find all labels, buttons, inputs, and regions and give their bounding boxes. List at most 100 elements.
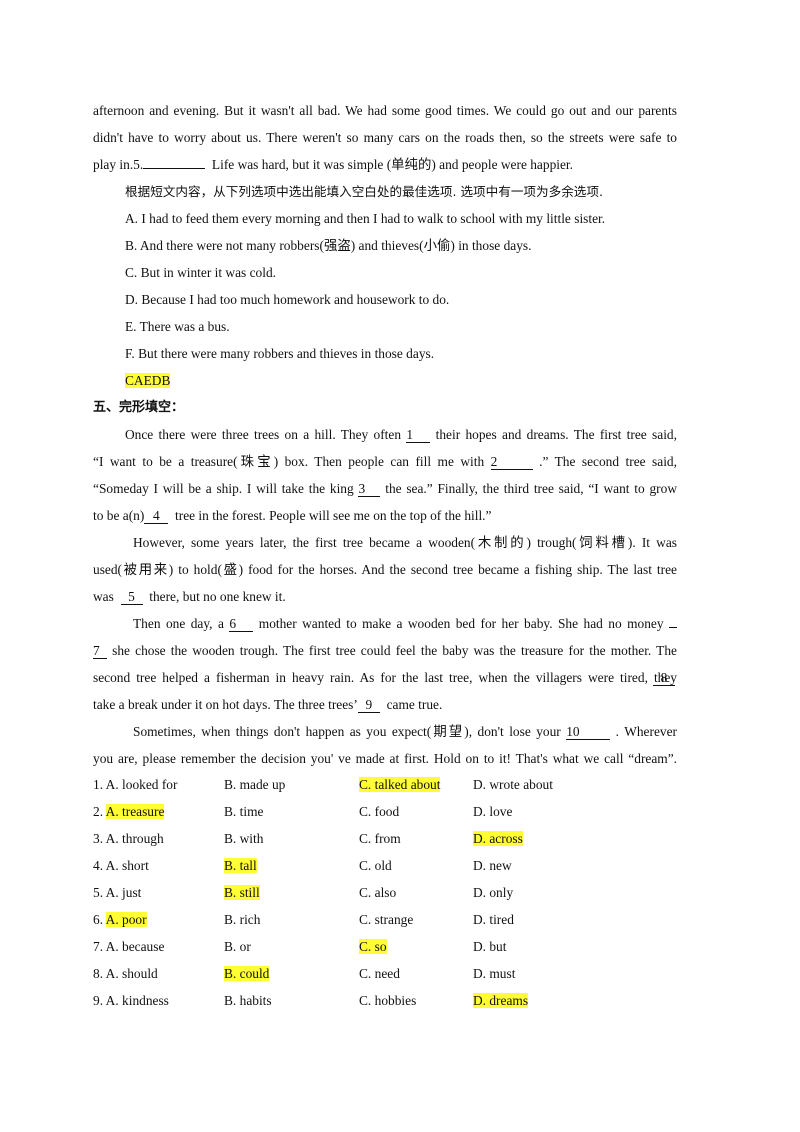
option-1-b: B. made up: [224, 775, 285, 795]
option-4-a: 4. A. short: [93, 856, 149, 876]
option-4-c: C. old: [359, 856, 392, 876]
cloze-text: there, but no one knew it.: [149, 589, 286, 604]
option-9-b: B. habits: [224, 991, 272, 1011]
option-8-c: C. need: [359, 964, 400, 984]
cloze-text: their hopes and dreams. The first tree s…: [435, 427, 677, 442]
cloze-text: to be a(n): [93, 508, 145, 523]
instruction-text: 根据短文内容，从下列选项中选出能填入空白处的最佳选项. 选项中有一项为多余选项.: [125, 184, 603, 199]
option-text: A. kindness: [105, 993, 169, 1008]
option-text: C. strange: [359, 912, 414, 927]
cloze-line: “I want to be a treasure(珠宝) box. Then p…: [93, 452, 677, 472]
option-6-c: C. strange: [359, 910, 413, 930]
option-7-b: B. or: [224, 937, 251, 957]
cloze-text: she chose the wooden trough. The first t…: [112, 643, 677, 658]
option-text: B. tall: [224, 858, 257, 873]
option-3-d: D. across: [473, 829, 523, 849]
option-text: A. through: [105, 831, 164, 846]
option-text: B. time: [224, 804, 264, 819]
option-1-a: 1. A. looked for: [93, 775, 177, 795]
option-row-5: 5. A. just B. still C. also D. only: [93, 883, 693, 903]
option-3-b: B. with: [224, 829, 263, 849]
option-row-8: 8. A. should B. could C. need D. must: [93, 964, 693, 984]
option-text: A. should: [105, 966, 158, 981]
option-3-c: C. from: [359, 829, 401, 849]
choice-a: A. I had to feed them every morning and …: [125, 211, 606, 226]
choice-e: E. There was a bus.: [125, 319, 230, 334]
option-text: D. across: [473, 831, 523, 846]
cloze-line: used(被用来) to hold(盛) food for the horses…: [93, 562, 677, 577]
option-number: 7.: [93, 939, 104, 954]
cloze-blank-7: 7: [93, 643, 107, 659]
passage-line-2: didn't have to worry about us. There wer…: [93, 130, 677, 145]
cloze-line: Then one day, a 6 mother wanted to make …: [133, 614, 677, 634]
option-5-b: B. still: [224, 883, 260, 903]
cloze-line: to be a(n)4 tree in the forest. People w…: [93, 506, 491, 526]
choice-c: C. But in winter it was cold.: [125, 265, 277, 280]
option-text: D. dreams: [473, 993, 529, 1008]
cloze-line: 7 she chose the wooden trough. The first…: [93, 641, 677, 661]
cloze-blank-10: 10: [566, 724, 611, 740]
option-number: 9.: [93, 993, 104, 1008]
option-2-c: C. food: [359, 802, 399, 822]
option-row-4: 4. A. short B. tall C. old D. new: [93, 856, 693, 876]
passage-line-3: play in.5. Life was hard, but it was sim…: [93, 155, 573, 175]
option-3-a: 3. A. through: [93, 829, 164, 849]
option-text: D. must: [473, 966, 516, 981]
cloze-line: However, some years later, the first tre…: [133, 535, 677, 550]
cloze-text: the sea.” Finally, the third tree said, …: [385, 481, 677, 496]
option-text: A. just: [105, 885, 142, 900]
option-text: A. poor: [105, 912, 147, 927]
option-8-a: 8. A. should: [93, 964, 158, 984]
option-text: C. need: [359, 966, 400, 981]
cloze-text: mother wanted to make a wooden bed for h…: [258, 616, 664, 631]
option-row-2: 2. A. treasure B. time C. food D. love: [93, 802, 693, 822]
option-text: D. tired: [473, 912, 514, 927]
option-text: B. with: [224, 831, 264, 846]
option-text: C. talked about: [359, 777, 441, 792]
option-5-a: 5. A. just: [93, 883, 141, 903]
option-9-c: C. hobbies: [359, 991, 416, 1011]
choice-d: D. Because I had too much homework and h…: [125, 292, 450, 307]
option-text: B. habits: [224, 993, 272, 1008]
cloze-line: Once there were three trees on a hill. T…: [125, 425, 677, 445]
option-text: B. still: [224, 885, 260, 900]
option-row-1: 1. A. looked for B. made up C. talked abou…: [93, 775, 693, 795]
cloze-line: “Someday I will be a ship. I will take t…: [93, 479, 677, 499]
option-text: C. hobbies: [359, 993, 417, 1008]
option-6-b: B. rich: [224, 910, 260, 930]
cloze-text: take a break under it on hot days. The t…: [93, 697, 358, 712]
option-text: C. old: [359, 858, 392, 873]
option-2-d: D. love: [473, 802, 512, 822]
option-9-d: D. dreams: [473, 991, 529, 1011]
option-text: C. also: [359, 885, 397, 900]
option-row-9: 9. A. kindness B. habits C. hobbies D. drea…: [93, 991, 693, 1011]
cloze-line: you are, please remember the decision yo…: [93, 751, 677, 766]
option-text: A. treasure: [105, 804, 165, 819]
cloze-line: second tree helped a fisherman in heavy …: [93, 670, 677, 685]
option-number: 2.: [93, 804, 104, 819]
option-1-d: D. wrote about: [473, 775, 553, 795]
option-text: B. made up: [224, 777, 286, 792]
choice-f: F. But there were many robbers and thiev…: [125, 346, 435, 361]
cloze-blank-2: 2: [490, 454, 533, 470]
option-4-d: D. new: [473, 856, 512, 876]
option-7-d: D. but: [473, 937, 506, 957]
cloze-text: Then one day, a: [133, 616, 224, 631]
answer-blank-5: [143, 168, 206, 169]
answer-key-line: CAEDB: [125, 371, 171, 391]
option-6-d: D. tired: [473, 910, 514, 930]
option-text: B. rich: [224, 912, 261, 927]
option-text: D. but: [473, 939, 507, 954]
option-number: 3.: [93, 831, 104, 846]
option-8-b: B. could: [224, 964, 270, 984]
section-title: 五、完形填空：: [93, 400, 185, 415]
option-number: 5.: [93, 885, 104, 900]
passage-text: play in.5.: [93, 157, 144, 172]
option-text: A. short: [105, 858, 149, 873]
cloze-text: came true.: [386, 697, 443, 712]
option-5-d: D. only: [473, 883, 513, 903]
cloze-text: was: [93, 589, 114, 604]
cloze-text: Once there were three trees on a hill. T…: [125, 427, 402, 442]
